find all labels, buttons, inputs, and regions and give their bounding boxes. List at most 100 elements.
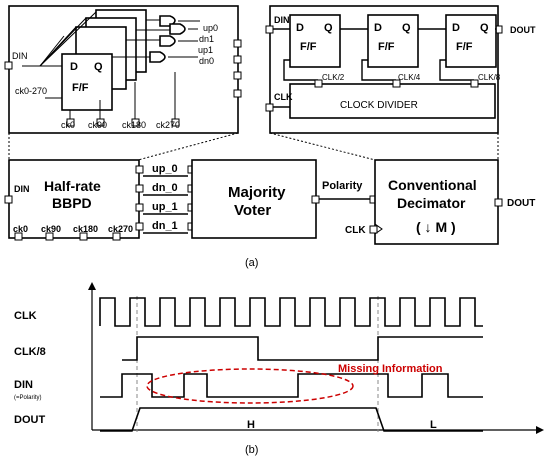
bbpd-din-label: DIN [14,184,30,194]
decimator-line1: Conventional [388,177,477,193]
out-port-4 [233,89,242,98]
label-clk8: CLK/8 [14,346,46,358]
voter-line1: Majority [228,184,286,201]
ff-name-label: F/F [72,82,89,94]
gate-3 [159,35,176,47]
bbpd-din-port [4,195,13,204]
block-diagram: DIN Half-rate BBPD ck0 ck90 ck180 ck270 … [4,159,535,245]
output-dn0: dn0 [199,56,214,66]
label-dout: DOUT [14,414,45,426]
voter-out-port [311,195,320,204]
signal-up1: up_1 [152,201,178,213]
clk-in-label: ck0-270 [15,86,47,96]
y-arrow [88,282,96,290]
output-up1: up1 [198,45,213,55]
clk-wave [99,297,483,327]
bbpd-ck0-label: ck0 [13,224,28,234]
bbpd-ck0-port [14,232,23,241]
bbpd-ck270-label: ck270 [108,224,133,234]
dec-ff3-name: F/F [456,41,473,53]
timing-diagram: CLK CLK/8 DIN (=Polarity) DOUT Missing I… [14,282,544,434]
dec-ff-3 [445,14,497,68]
bbpd-ck180-port [79,232,88,241]
gate-4 [149,51,166,63]
dec-ff2-name: F/F [378,41,395,53]
din-wave [100,373,483,398]
out-port-3 [233,71,242,80]
label-clk: CLK [14,310,37,322]
clk2-label: CLK/2 [322,73,345,82]
ff-d-label: D [70,61,78,73]
missing-info-label: Missing Information [338,363,443,375]
ck0-label: ck0 [61,120,75,130]
ff-front [61,53,113,111]
bbpd-ck180-label: ck180 [73,224,98,234]
ck180-port [131,118,140,127]
ck270-label: ck270 [156,120,180,130]
bbpd-line2: BBPD [52,195,92,211]
dec-ff1-q: Q [324,22,333,34]
dec-ff-1 [289,14,341,68]
dout-high-label: H [247,419,255,431]
bbpd-ck90-port [45,232,54,241]
dec-ff1-d: D [296,22,304,34]
signal-dn1: dn_1 [152,220,178,232]
dec-ff-2 [367,14,419,68]
ck90-port [96,118,105,127]
dec-clk-port [265,103,274,112]
dout-low-label: L [430,419,437,431]
caption-a: (a) [245,257,258,269]
clock-divider-box [289,83,496,119]
label-din-sub: (=Polarity) [14,395,42,401]
bbpd-ck270-port [112,232,121,241]
clk2-port [314,79,323,88]
decimator-dout-label: DOUT [507,198,535,209]
clk8-port [470,79,479,88]
output-dn1: dn1 [199,34,214,44]
decimator-block [374,159,499,245]
out-port-1 [233,39,242,48]
clk8-wave [122,336,483,361]
bbpd-detail-panel: D Q F/F up0 dn1 up1 dn0 DIN ck0-2 [4,5,242,134]
decimator-clk-label: CLK [345,225,366,236]
clk8-label: CLK/8 [478,73,501,82]
bbpd-line1: Half-rate [44,178,101,194]
clk-edge-marker [374,223,383,235]
output-up0: up0 [203,23,218,33]
gate-2 [169,23,186,35]
clk4-port [392,79,401,88]
voter-line2: Voter [234,202,271,219]
clock-divider-label: CLOCK DIVIDER [340,100,418,111]
decimator-dout-port [494,198,503,207]
ck0-port [66,118,75,127]
label-din: DIN [14,379,33,391]
din-port [4,61,13,70]
ck90-label: ck90 [88,120,107,130]
decimator-clk-port [369,225,378,234]
dec-dout-label: DOUT [510,25,536,35]
clk4-label: CLK/4 [398,73,421,82]
decimator-line2: Decimator [397,195,466,211]
dec-din-port [265,25,274,34]
dout-wave [100,407,483,432]
signal-up0: up_0 [152,163,178,175]
decimator-detail-panel: DIN DOUT D Q F/F D Q F/F D Q F/F CLK/2 C… [265,5,536,134]
majority-voter-block [191,159,317,239]
dec-ff2-q: Q [402,22,411,34]
out-port-2 [233,55,242,64]
decimator-line3: ( ↓ M ) [416,219,456,235]
polarity-label: Polarity [322,180,363,192]
signal-dn0: dn_0 [152,182,178,194]
dec-ff3-d: D [452,22,460,34]
missing-info-ellipse [146,368,354,404]
din-label: DIN [12,51,28,61]
dec-ff1-name: F/F [300,41,317,53]
ck180-label: ck180 [122,120,146,130]
x-arrow [536,426,544,434]
dec-ff2-d: D [374,22,382,34]
bbpd-ck90-label: ck90 [41,224,61,234]
dec-clk-label: CLK [274,92,293,102]
caption-b: (b) [245,444,258,456]
dec-ff3-q: Q [480,22,489,34]
